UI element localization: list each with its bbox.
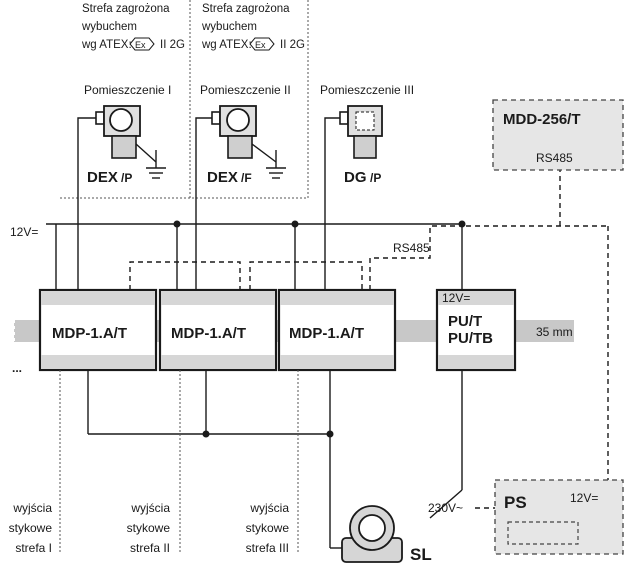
output-1-l2: stykowe <box>9 521 53 535</box>
ex-mark-icon: Ex <box>249 37 275 51</box>
siren-label: SL <box>410 545 432 564</box>
module-3-label: MDP-1.A/T <box>289 325 364 342</box>
pu-voltage: 12V= <box>442 291 470 305</box>
output-1-l1: wyjścia <box>12 501 52 515</box>
module-1-label: MDP-1.A/T <box>52 325 127 342</box>
zone-2-line2: wybuchem <box>201 21 257 33</box>
gas-detector-dex-f: DEX /F <box>207 105 286 186</box>
ground-icon <box>266 150 286 179</box>
pu-label-2: PU/TB <box>448 330 493 347</box>
output-1-l3: strefa I <box>15 541 52 555</box>
zone-1-category: II 2G <box>160 39 185 51</box>
junction-node <box>202 430 210 438</box>
output-2-l2: stykowe <box>127 521 171 535</box>
detector-3-name: DG <box>344 169 367 186</box>
output-2-l1: wyjścia <box>130 501 170 515</box>
svg-text:Ex: Ex <box>255 40 266 50</box>
room-label-3: Pomieszczenie III <box>320 83 414 97</box>
ps-title: PS <box>504 493 527 512</box>
pu-label-1: PU/T <box>448 313 482 330</box>
rs485-label: RS485 <box>393 241 430 255</box>
gas-detector-dex-p: DEX /P <box>87 105 166 186</box>
detector-1-name: DEX <box>87 169 118 186</box>
gas-detector-dg-p: DG /P <box>339 105 383 186</box>
mdd-title: MDD-256/T <box>503 111 581 128</box>
room-label-1: Pomieszczenie I <box>84 83 171 97</box>
rs485-link-1 <box>129 261 241 290</box>
zone-1-line2: wybuchem <box>81 21 137 33</box>
detector-2-cable <box>195 117 212 290</box>
ex-mark-icon: Ex <box>129 37 155 51</box>
rs485-link-3 <box>369 225 462 290</box>
detector-2-name: DEX <box>207 169 238 186</box>
detector-1-suffix: /P <box>121 171 132 185</box>
detector-1-cable <box>77 117 96 290</box>
mdp-module-2: MDP-1.A/T <box>158 288 278 372</box>
pu-module: 12V= PU/T PU/TB <box>435 288 517 372</box>
mains-label: 230V~ <box>428 501 463 515</box>
output-3-l3: strefa III <box>246 541 289 555</box>
ground-icon <box>146 150 166 179</box>
junction-node <box>173 220 181 228</box>
output-3-l1: wyjścia <box>249 501 289 515</box>
supply-label: 12V= <box>10 225 38 239</box>
detector-2-suffix: /F <box>241 171 252 185</box>
detector-3-cable <box>324 117 340 290</box>
rail-label: 35 mm <box>536 325 573 339</box>
detector-3-suffix: /P <box>370 171 381 185</box>
rs485-link-2 <box>249 261 363 290</box>
zone-1-line1: Strefa zagrożona <box>82 3 170 15</box>
output-3-l2: stykowe <box>246 521 290 535</box>
atex-zone-label-1: Strefa zagrożona wybuchem wg ATEX: Ex II… <box>81 3 185 51</box>
junction-node <box>291 220 299 228</box>
room-label-2: Pomieszczenie II <box>200 83 291 97</box>
mdd-256-unit: MDD-256/T RS485 <box>492 99 624 171</box>
atex-zone-label-2: Strefa zagrożona wybuchem wg ATEX: Ex II… <box>201 3 305 51</box>
power-supply-ps: PS 12V= <box>494 479 624 555</box>
junction-node <box>326 430 334 438</box>
zone-2-line1: Strefa zagrożona <box>202 3 290 15</box>
siren-sl: SL <box>341 505 432 564</box>
zone-2-line3: wg ATEX: <box>201 39 252 51</box>
ellipsis: ... <box>12 361 22 375</box>
mdp-module-3: MDP-1.A/T <box>277 288 397 372</box>
zone-1-line3: wg ATEX: <box>81 39 132 51</box>
mdd-rs485: RS485 <box>536 151 573 165</box>
mdp-module-1: MDP-1.A/T <box>38 288 158 372</box>
zone-2-category: II 2G <box>280 39 305 51</box>
ps-voltage: 12V= <box>570 491 598 505</box>
module-2-label: MDP-1.A/T <box>171 325 246 342</box>
svg-text:Ex: Ex <box>135 40 146 50</box>
output-2-l3: strefa II <box>130 541 170 555</box>
